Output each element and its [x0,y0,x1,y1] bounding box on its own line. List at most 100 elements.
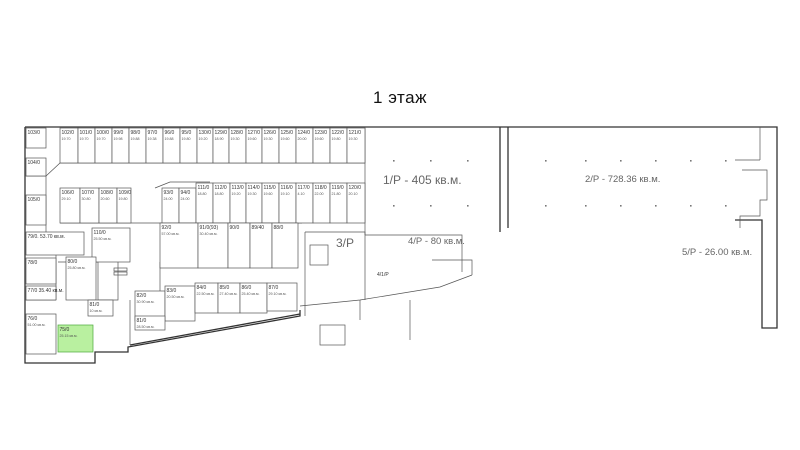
unit-area-u102: 19.70 [62,137,71,141]
zone-label-p5: 5/Р - 26.00 кв.м. [682,247,752,258]
unit-label-u089: 89/40 [252,225,265,231]
unit-cell-u081a [87,299,114,317]
column-grid [393,160,727,207]
unit-area-u126: 19.30 [264,137,273,141]
unit-label-u119: 119/0 [332,185,344,191]
unit-area-u130: 19.20 [199,137,208,141]
unit-label-u130: 130/0 [199,130,212,136]
unit-label-u129: 129/0 [215,130,228,136]
zone-label-p4b: 4/1/Р [377,272,389,278]
unit-label-u076: 76/0 [28,316,38,322]
unit-area-u123: 19.60 [315,137,324,141]
unit-label-u112: 112/0 [215,185,227,191]
column-marker [655,160,657,162]
unit-area-u098: 19.88 [131,137,140,141]
unit-area-u119: 21.80 [332,192,341,196]
unit-label-u106: 106/0 [62,190,75,196]
unit-label-u110: 110/0 [94,230,106,236]
unit-area-u076: 51.00 кв.м. [28,323,46,327]
unit-area-u112: 18.80 [215,192,224,196]
unit-label-u086: 86/0 [242,285,252,291]
column-marker [620,160,622,162]
unit-cell-u088 [271,222,299,269]
unit-cell-u081 [134,315,166,331]
unit-label-u098: 98/0 [131,130,141,136]
unit-label-u101: 101/0 [80,130,93,136]
column-marker [393,160,395,162]
unit-area-u084: 22.50 кв.м. [197,292,215,296]
unit-cell-u075 [57,324,94,353]
unit-label-u083: 83/0 [167,288,177,294]
unit-label-u108: 108/0 [101,190,114,196]
unit-cell-u110 [91,227,131,263]
column-marker [545,160,547,162]
unit-cell-u087 [266,282,298,312]
unit-area-u122: 19.80 [332,137,341,141]
unit-label-u117: 117/0 [298,185,310,191]
unit-label-u088: 88/0 [274,225,284,231]
unit-cell-u078 [25,257,57,285]
unit-area-u127: 19.60 [248,137,257,141]
unit-label-u111: 111/0 [198,185,210,191]
unit-area-u091: 30.40 кв.м. [200,232,218,236]
unit-cell-u079 [25,231,85,256]
column-marker [585,160,587,162]
unit-area-u075: 25.15 кв.м. [60,334,78,338]
unit-area-u083: 20.50 кв.м. [167,295,185,299]
unit-area-u125: 19.60 [281,137,290,141]
unit-area-u087: 29.10 кв.м. [269,292,287,296]
unit-label-u078: 78/0 [28,260,38,266]
unit-label-u105: 105/0 [28,197,41,203]
unit-cell-u103 [25,127,47,149]
unit-label-u079: 79/0. 53.70 кв.м. [28,234,65,240]
unit-cells [25,127,366,355]
unit-area-u115: 19.60 [264,192,273,196]
unit-area-u086: 25.40 кв.м. [242,292,260,296]
unit-area-u129: 18.90 [215,137,224,141]
zone-label-p1: 1/Р - 405 кв.м. [383,173,462,187]
unit-area-u095: 19.80 [182,137,191,141]
column-marker [725,160,727,162]
unit-cell-u120 [346,182,366,224]
unit-cell-u086 [239,282,268,314]
column-marker [393,205,395,207]
unit-label-u125: 125/0 [281,130,294,136]
unit-area-u118: 22.00 [315,192,324,196]
unit-area-u113: 19.20 [232,192,241,196]
unit-area-u081a: 10 кв.м. [90,309,103,313]
column-marker [725,205,727,207]
unit-label-u085: 85/0 [220,285,230,291]
column-marker [467,205,469,207]
unit-label-u114: 114/0 [248,185,260,191]
unit-label-u107: 107/0 [82,190,95,196]
unit-cell-u080 [65,256,97,301]
unit-label-u091: 91/0(93) [200,225,219,231]
unit-area-u124: 20.00 [298,137,307,141]
unit-label-u127: 127/0 [248,130,261,136]
unit-area-u099: 19.98 [114,137,123,141]
unit-label-u090: 90/0 [230,225,240,231]
unit-label-u099: 99/0 [114,130,124,136]
unit-area-u108: 20.60 [101,197,110,201]
unit-area-u101: 19.70 [80,137,89,141]
column-marker [430,160,432,162]
unit-area-u082: 30.90 кв.м. [137,300,155,304]
unit-area-u080: 25.80 кв.м. [68,266,86,270]
unit-area-u081: 28.50 кв.м. [137,325,155,329]
unit-area-u116: 19.10 [281,192,290,196]
unit-label-u124: 124/0 [298,130,311,136]
column-marker [655,205,657,207]
unit-area-u106: 29.10 [62,197,71,201]
unit-label-u128: 128/0 [231,130,244,136]
unit-label-u115: 115/0 [264,185,276,191]
unit-label-u118: 118/0 [315,185,327,191]
unit-cell-u121 [346,127,366,164]
column-marker [690,205,692,207]
unit-label-u100: 100/0 [97,130,110,136]
unit-label-u093: 93/0 [164,190,174,196]
unit-label-u096: 96/0 [165,130,175,136]
unit-label-u113: 113/0 [232,185,244,191]
unit-label-u123: 123/0 [315,130,328,136]
zone-label-p4: 4/Р - 80 кв.м. [408,236,465,247]
